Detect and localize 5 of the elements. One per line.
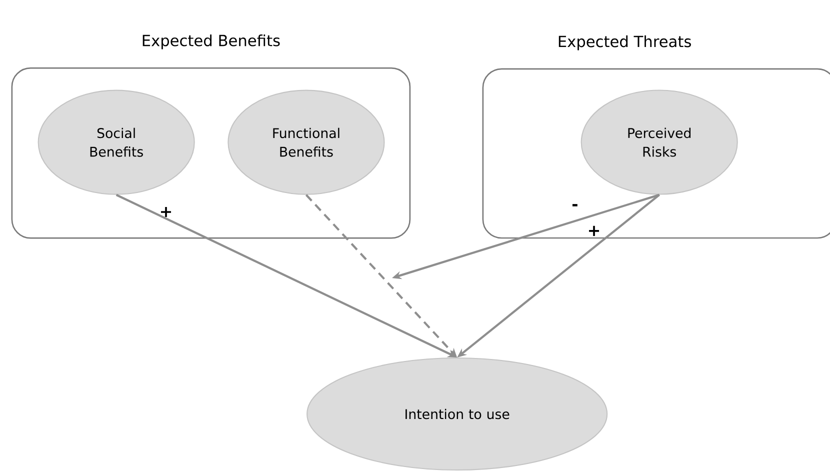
sign-label: - <box>572 204 578 206</box>
group-heading: Expected Benefits <box>142 34 280 50</box>
sign-label: + <box>589 226 600 236</box>
group-heading: Expected Threats <box>558 35 691 50</box>
sign-label: + <box>161 206 171 218</box>
